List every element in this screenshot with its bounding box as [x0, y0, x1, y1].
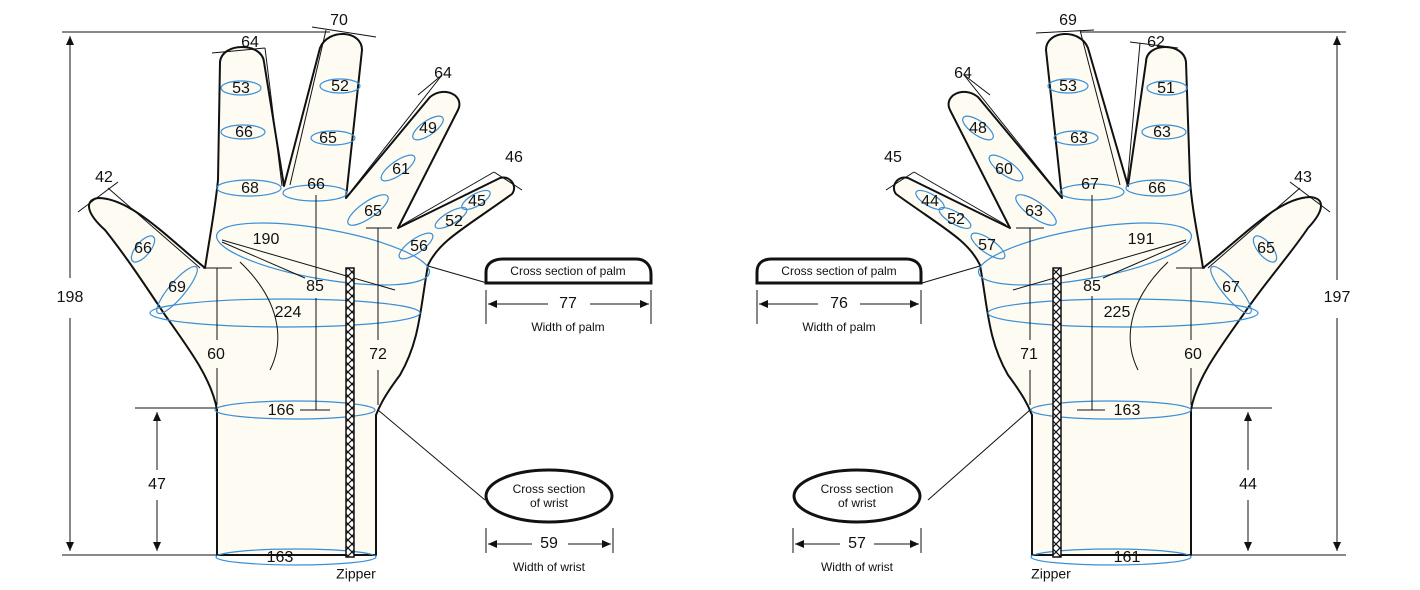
- left-middle-tip-value: 70: [330, 12, 348, 29]
- right-width-of-palm-label: Width of palm: [802, 320, 875, 334]
- right-little-base-value: 57: [978, 237, 996, 254]
- right-thumb-base-value: 67: [1222, 279, 1240, 296]
- left-wrist-value: 166: [268, 402, 295, 419]
- left-middle-1-value: 52: [331, 78, 349, 95]
- right-zipper-label: Zipper: [1031, 566, 1071, 582]
- left-palm-width-value: 77: [559, 295, 577, 312]
- left-little-1-value: 45: [468, 193, 486, 210]
- left-measure-labels: 42 66 69 64 53 66 68 70 52 65 66 64 49 6…: [57, 12, 523, 581]
- right-palm-value: 225: [1104, 304, 1131, 321]
- right-thumb-len-value: 60: [1184, 346, 1202, 363]
- left-total-len-value: 198: [57, 289, 84, 306]
- right-cuff-value: 161: [1114, 549, 1141, 566]
- right-little-1-value: 44: [921, 193, 939, 210]
- left-wrist-cross-section: Cross section of wrist 59 Width of wrist: [484, 468, 614, 574]
- left-middle-base-value: 66: [307, 176, 325, 193]
- right-middle-base-value: 67: [1081, 176, 1099, 193]
- right-ring-1-value: 48: [969, 120, 987, 137]
- right-measure-lines: [885, 29, 1346, 556]
- left-thumb-base-value: 69: [168, 279, 186, 296]
- right-index-1-value: 51: [1157, 80, 1175, 97]
- left-zipper: [345, 267, 355, 558]
- right-palm-diag-value: 191: [1128, 231, 1155, 248]
- right-little-2-value: 52: [947, 211, 965, 228]
- left-palm-diag-value: 190: [253, 231, 280, 248]
- right-wrist-cross-label-2: of wrist: [838, 496, 877, 510]
- right-ring-base-value: 63: [1025, 203, 1043, 220]
- right-palm-cross-section: Cross section of palm 76 Width of palm: [755, 257, 923, 334]
- left-little-2-value: 52: [445, 213, 463, 230]
- left-index-tip-value: 64: [241, 34, 259, 51]
- right-total-len-value: 197: [1324, 289, 1351, 306]
- left-thumb-tip-value: 42: [95, 169, 113, 186]
- left-cuff-len-value: 47: [148, 476, 166, 493]
- right-thumb-tip-value: 43: [1294, 169, 1312, 186]
- left-width-of-wrist-label: Width of wrist: [513, 560, 586, 574]
- left-index-1-value: 53: [232, 80, 250, 97]
- left-ring-2-value: 61: [392, 161, 410, 178]
- right-ring-tip-value: 64: [954, 65, 972, 82]
- right-palm-cross-label: Cross section of palm: [781, 264, 896, 278]
- right-wrist-cross-section: Cross section of wrist 57 Width of wrist: [792, 468, 922, 574]
- right-index-tip-value: 62: [1147, 34, 1165, 51]
- right-wrist-width-value: 57: [848, 535, 866, 552]
- left-circumference-lines: [130, 78, 491, 566]
- right-wrist-value: 163: [1114, 402, 1141, 419]
- left-thumb-mid-value: 66: [134, 240, 152, 257]
- left-middle-len-value: 85: [306, 278, 324, 295]
- right-ring-2-value: 60: [995, 161, 1013, 178]
- left-wrist-cross-label-2: of wrist: [530, 496, 569, 510]
- right-measure-labels: 43 65 67 62 51 63 66 69 53 63 67 64 48 6…: [884, 12, 1350, 581]
- left-little-base-value: 56: [410, 238, 428, 255]
- right-index-2-value: 63: [1153, 124, 1171, 141]
- left-palm-value: 224: [275, 304, 302, 321]
- left-thumb-len-value: 60: [207, 346, 225, 363]
- left-cuff-value: 163: [267, 549, 294, 566]
- right-little-tip-value: 45: [884, 149, 902, 166]
- left-wrist-width-value: 59: [540, 535, 558, 552]
- right-glove: 43 65 67 62 51 63 66 69 53 63 67 64 48 6…: [755, 12, 1350, 582]
- left-ring-base-value: 65: [364, 203, 382, 220]
- left-wrist-cross-label-1: Cross section: [513, 482, 586, 496]
- right-circumference-lines: [915, 78, 1278, 566]
- left-little-tip-value: 46: [505, 149, 523, 166]
- right-middle-1-value: 53: [1059, 78, 1077, 95]
- left-measure-lines: [62, 26, 523, 556]
- right-width-of-wrist-label: Width of wrist: [821, 560, 894, 574]
- right-palm-width-value: 76: [830, 295, 848, 312]
- right-thumb-mid-value: 65: [1257, 240, 1275, 257]
- right-middle-2-value: 63: [1070, 130, 1088, 147]
- right-cuff-len-value: 44: [1239, 476, 1257, 493]
- left-glove-outline: [88, 33, 516, 556]
- left-ring-tip-value: 64: [434, 65, 452, 82]
- left-glove: 42 66 69 64 53 66 68 70 52 65 66 64 49 6…: [57, 12, 653, 582]
- left-side-len-value: 72: [369, 346, 387, 363]
- left-palm-cross-section: Cross section of palm 77 Width of palm: [484, 257, 653, 334]
- left-zipper-label: Zipper: [336, 566, 376, 582]
- right-wrist-cross-label-1: Cross section: [821, 482, 894, 496]
- right-middle-tip-value: 69: [1059, 12, 1077, 29]
- right-index-base-value: 66: [1148, 180, 1166, 197]
- left-width-of-palm-label: Width of palm: [531, 320, 604, 334]
- right-glove-outline: [892, 33, 1322, 556]
- left-index-2-value: 66: [235, 124, 253, 141]
- right-zipper: [1052, 267, 1062, 558]
- left-palm-cross-label: Cross section of palm: [510, 264, 625, 278]
- left-index-base-value: 68: [241, 180, 259, 197]
- right-side-len-value: 71: [1020, 346, 1038, 363]
- left-middle-2-value: 65: [319, 130, 337, 147]
- right-middle-len-value: 85: [1083, 278, 1101, 295]
- left-ring-1-value: 49: [419, 120, 437, 137]
